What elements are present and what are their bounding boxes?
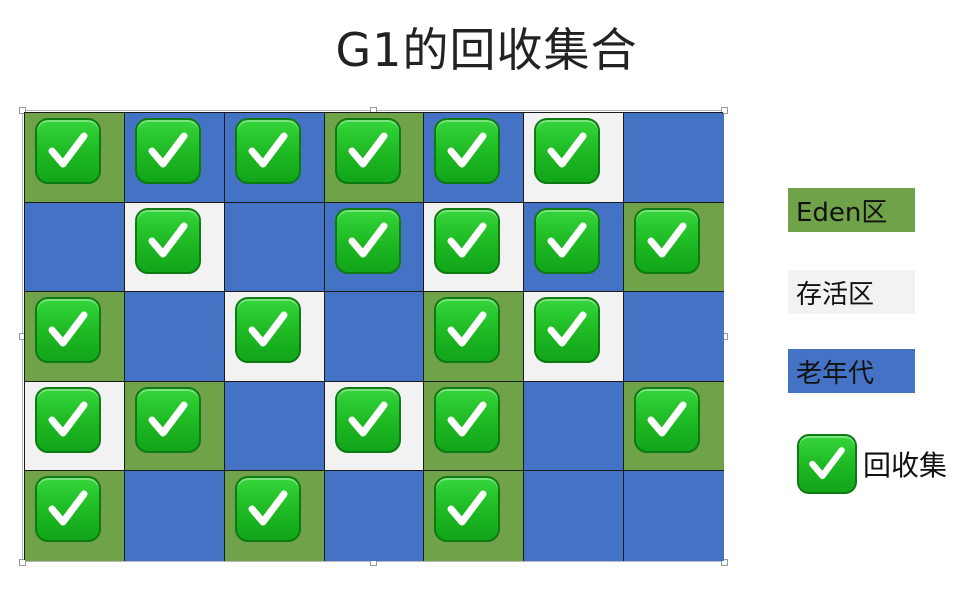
region-cell-old (224, 381, 325, 472)
legend-survivor: 存活区 (788, 270, 915, 314)
region-cell-old (624, 471, 725, 561)
legend-eden: Eden区 (788, 188, 915, 232)
region-cell-survivor (424, 202, 525, 293)
check-mark-icon (134, 118, 201, 184)
check-mark-icon (234, 476, 301, 543)
region-cell-old (624, 292, 725, 382)
region-cell-survivor (224, 292, 325, 382)
resize-handle-bottom-left[interactable] (19, 559, 26, 566)
region-cell-survivor (524, 113, 625, 203)
region-cell-old (524, 471, 625, 561)
region-cell-old (124, 113, 225, 203)
check-mark-icon (534, 207, 601, 274)
region-cell-eden (424, 292, 525, 382)
legend-eden-label: Eden区 (796, 197, 888, 228)
region-cell-old (524, 381, 625, 472)
check-mark-icon (797, 434, 857, 494)
region-cell-eden (624, 202, 725, 293)
region-cell-old (424, 113, 525, 203)
region-cell-survivor (524, 292, 625, 382)
region-cell-eden (25, 113, 125, 203)
check-mark-icon (234, 297, 301, 364)
region-cell-eden (25, 471, 125, 561)
check-mark-icon (634, 386, 701, 453)
diagram-title: G1的回收集合 (335, 23, 638, 77)
region-cell-survivor (324, 381, 425, 472)
region-cell-old (25, 202, 125, 293)
check-mark-icon (134, 207, 201, 274)
check-mark-icon (534, 118, 601, 184)
check-mark-icon (134, 386, 201, 453)
check-mark-icon (334, 386, 401, 453)
region-cell-eden (224, 471, 325, 561)
check-mark-icon (35, 386, 101, 453)
check-mark-icon (434, 118, 501, 184)
region-cell-survivor (25, 381, 125, 472)
region-cell-old (124, 292, 225, 382)
check-mark-icon (434, 207, 501, 274)
region-cell-old (324, 471, 425, 561)
check-mark-icon (534, 297, 601, 364)
legend-old-generation: 老年代 (788, 349, 915, 393)
check-mark-icon (634, 207, 701, 274)
check-mark-icon (334, 207, 401, 274)
check-mark-icon (35, 118, 101, 184)
region-cell-old (324, 202, 425, 293)
region-cell-old (124, 471, 225, 561)
legend-survivor-label: 存活区 (796, 279, 875, 310)
resize-handle-top-right[interactable] (721, 107, 728, 114)
check-mark-icon (434, 386, 501, 453)
region-cell-old (224, 202, 325, 293)
check-mark-icon (434, 476, 501, 543)
region-cell-eden (324, 113, 425, 203)
check-mark-icon (434, 297, 501, 364)
check-mark-icon (35, 297, 101, 364)
resize-handle-top-left[interactable] (19, 107, 26, 114)
legend-collection-set-label: 回收集 (863, 449, 948, 482)
region-cell-eden (624, 381, 725, 472)
region-cell-eden (424, 381, 525, 472)
resize-handle-bottom-right[interactable] (721, 559, 728, 566)
check-mark-icon (234, 118, 301, 184)
region-cell-old (224, 113, 325, 203)
check-mark-icon (35, 476, 101, 543)
region-cell-survivor (124, 202, 225, 293)
heap-region-grid (24, 112, 725, 561)
region-cell-eden (25, 292, 125, 382)
region-cell-old (324, 292, 425, 382)
legend-collection-set-swatch (797, 434, 859, 496)
check-mark-icon (334, 118, 401, 184)
legend-old-label: 老年代 (796, 358, 875, 389)
region-cell-old (624, 113, 725, 203)
region-cell-eden (124, 381, 225, 472)
region-cell-old (524, 202, 625, 293)
region-cell-eden (424, 471, 525, 561)
